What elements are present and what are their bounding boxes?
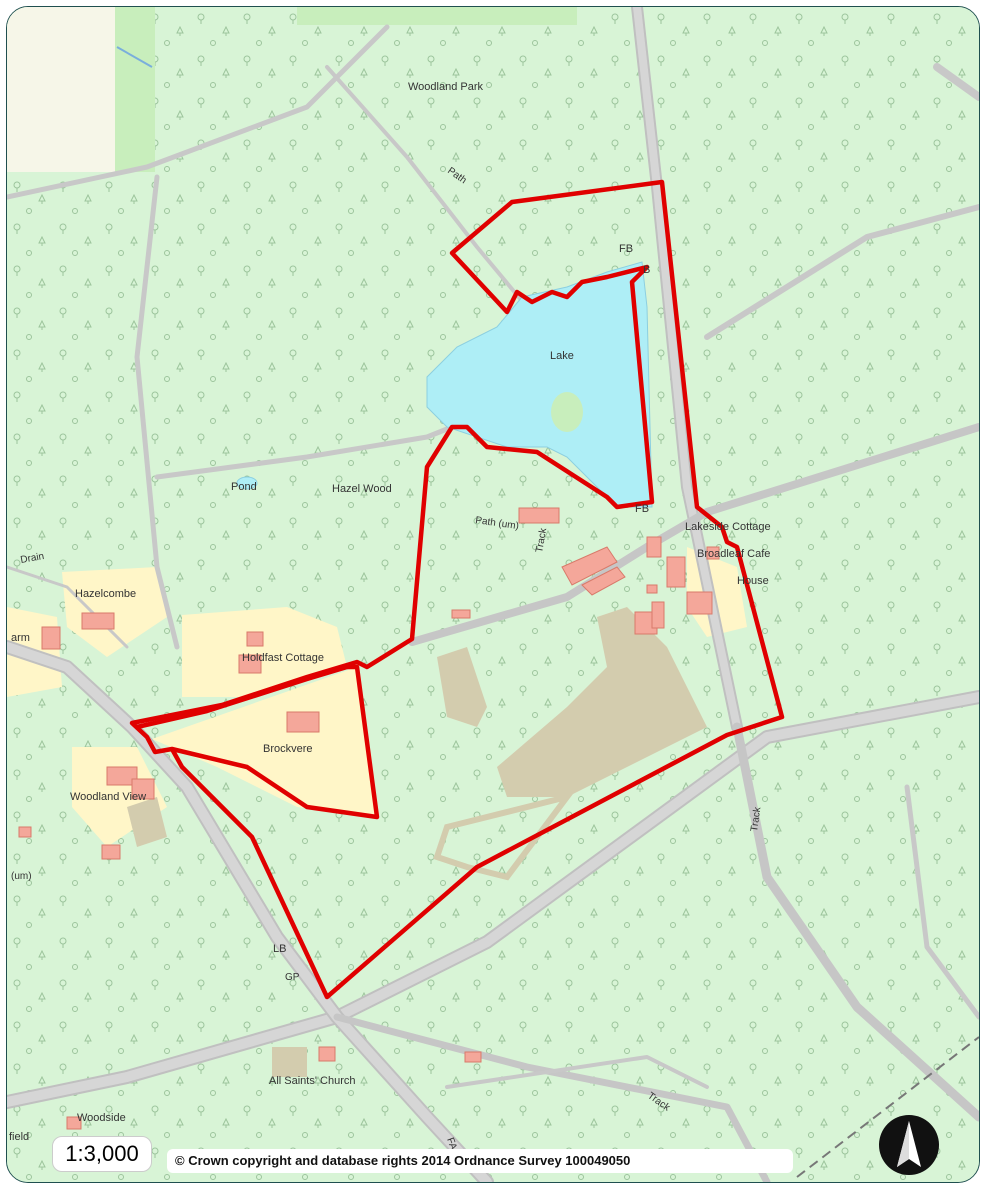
blue-stream bbox=[116, 46, 153, 68]
label-hazelcombe: Hazelcombe bbox=[75, 588, 136, 600]
label-all-saints: All Saints' Church bbox=[269, 1075, 355, 1087]
label-fb-mid: FB bbox=[635, 503, 649, 515]
map-frame[interactable]: Woodland Park Path FB B Lake Pond Hazel … bbox=[6, 6, 980, 1183]
garden-holdfast bbox=[182, 607, 347, 697]
road-network bbox=[7, 7, 979, 1182]
scale-label: 1:3,000 bbox=[52, 1136, 152, 1172]
label-holdfast-cottage: Holdfast Cottage bbox=[242, 652, 324, 664]
map-canvas[interactable]: Woodland Park Path FB B Lake Pond Hazel … bbox=[7, 7, 979, 1182]
label-track-right: Track bbox=[749, 806, 763, 833]
buildings bbox=[18, 507, 720, 1130]
lake-island bbox=[551, 392, 583, 432]
woodland-tree-symbols bbox=[7, 7, 979, 1182]
label-woodside: Woodside bbox=[77, 1112, 126, 1124]
label-lake: Lake bbox=[550, 350, 574, 362]
label-woodland-view: Woodland View bbox=[70, 791, 146, 803]
label-brockvere: Brockvere bbox=[263, 743, 313, 755]
field-strip-top bbox=[297, 7, 577, 25]
label-um-left: (um) bbox=[11, 871, 32, 882]
label-lb: LB bbox=[273, 943, 286, 955]
pond bbox=[236, 476, 258, 490]
label-gp: GP bbox=[285, 972, 300, 983]
label-broadleaf-cafe: Broadleaf Cafe bbox=[697, 548, 770, 560]
site-boundary bbox=[129, 179, 785, 1000]
garden-brockvere bbox=[152, 667, 377, 817]
label-woodland-park: Woodland Park bbox=[408, 81, 484, 93]
label-lakeside-cottage: Lakeside Cottage bbox=[685, 521, 771, 533]
label-farm: arm bbox=[11, 632, 30, 644]
label-fb-top: FB bbox=[619, 243, 633, 255]
label-pond: Pond bbox=[231, 481, 257, 493]
lake bbox=[426, 261, 653, 508]
north-arrow-icon bbox=[877, 1113, 941, 1177]
copyright-notice: © Crown copyright and database rights 20… bbox=[167, 1149, 793, 1173]
label-house: House bbox=[737, 575, 769, 587]
label-track-mid: Track bbox=[534, 526, 549, 553]
dashed-boundary-line bbox=[796, 1036, 979, 1178]
field-strip-green bbox=[115, 7, 155, 172]
garden-hazelcombe bbox=[62, 567, 167, 657]
label-drain: Drain bbox=[20, 551, 45, 566]
industrial-area bbox=[127, 607, 707, 1077]
label-field: field bbox=[9, 1131, 29, 1143]
label-b-top: B bbox=[643, 264, 650, 276]
label-hazel-wood: Hazel Wood bbox=[332, 483, 392, 495]
